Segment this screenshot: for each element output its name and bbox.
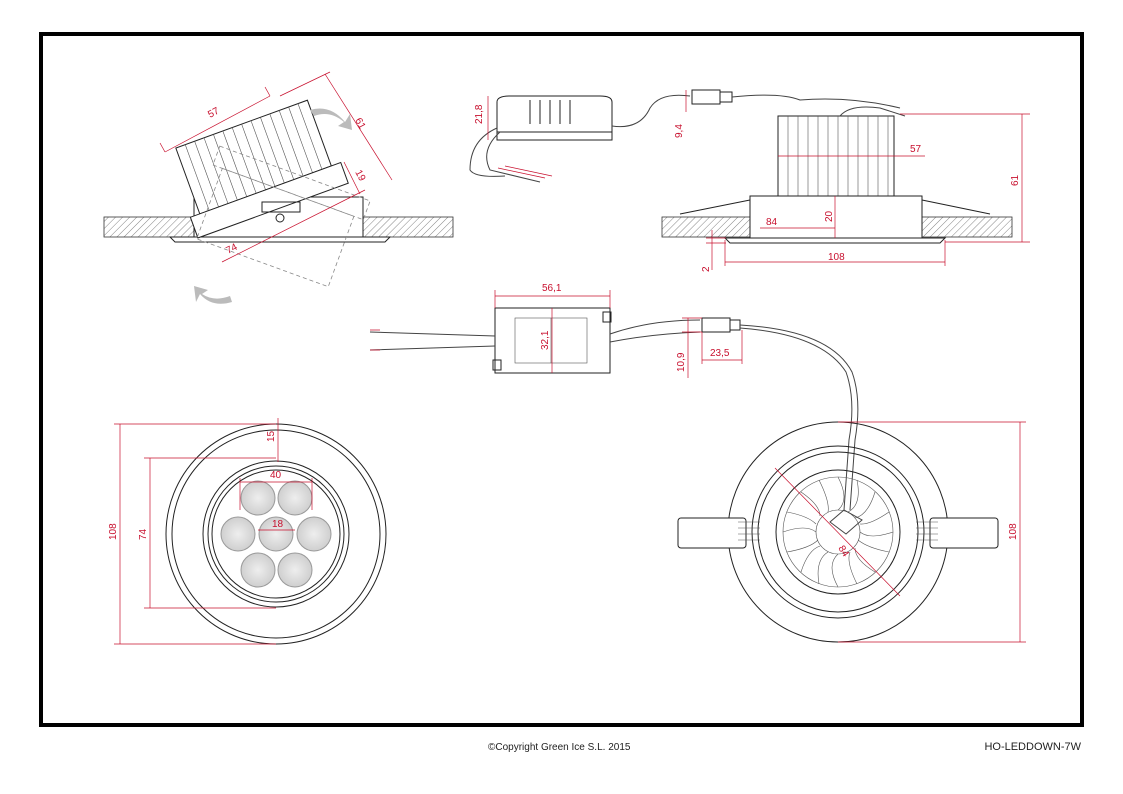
side-outer-diameter-label: 108 (828, 252, 845, 263)
led-lens (240, 480, 276, 516)
led-array (220, 480, 332, 588)
tilted-ring-diameter-label: 74 (224, 242, 239, 257)
led-lens (296, 516, 332, 552)
rear-heatsink-diameter-label: 84 (835, 544, 850, 560)
driver-width-label: 32,1 (540, 330, 551, 350)
tilted-body-length-label: 57 (206, 106, 221, 121)
led-lens (277, 552, 313, 588)
led-lens (277, 480, 313, 516)
driver-height-label: 21,8 (474, 104, 485, 124)
side-cutout-label: 84 (766, 217, 778, 228)
side-recess-height-label: 20 (824, 210, 835, 222)
tilted-ring-height-label: 19 (352, 168, 367, 183)
ceiling-left (103, 216, 195, 238)
front-view: 108 74 15 40 18 (108, 418, 387, 645)
front-led-pitch-label: 18 (272, 519, 284, 530)
model-code: HO-LEDDOWN-7W (984, 741, 1081, 753)
drawing-frame (39, 32, 1084, 727)
front-ring-diameter-label: 74 (138, 528, 149, 540)
side-flange-thickness-label: 2 (701, 266, 712, 272)
driver-connector-height-label: 10,9 (676, 352, 687, 372)
side-height-label: 61 (1010, 174, 1021, 186)
led-lens (240, 552, 276, 588)
front-bezel-label: 15 (266, 430, 277, 442)
driver-connector-length-label: 23,5 (710, 348, 730, 359)
rotate-arrow-icon (310, 108, 352, 130)
led-lens (258, 516, 294, 552)
ceiling-left-2 (661, 216, 751, 238)
rotate-arrow-icon (194, 286, 232, 304)
copyright-notice: ©Copyright Green Ice S.L. 2015 (488, 742, 631, 753)
heatsink-fins (782, 476, 894, 588)
side-body-width-label: 57 (910, 144, 922, 155)
front-led-array-label: 40 (270, 470, 282, 481)
driver-top-view: 56,1 32,1 10,9 23,5 (369, 283, 859, 511)
front-outer-diameter-label: 108 (108, 523, 119, 540)
ceiling-right (362, 216, 454, 238)
rear-outer-diameter-label: 108 (1008, 523, 1019, 540)
led-lens (220, 516, 256, 552)
driver-length-label: 56,1 (542, 283, 562, 294)
tilted-side-view: 57 61 19 74 (103, 71, 454, 304)
driver-side-view: 21,8 9,4 (469, 89, 901, 183)
rear-view: 84 108 (677, 421, 1026, 643)
ceiling-right-2 (921, 216, 1013, 238)
tilted-height-label: 61 (352, 116, 367, 131)
straight-side-view: 57 61 84 20 108 2 (661, 106, 1030, 272)
driver-connector-label: 9,4 (674, 124, 685, 138)
